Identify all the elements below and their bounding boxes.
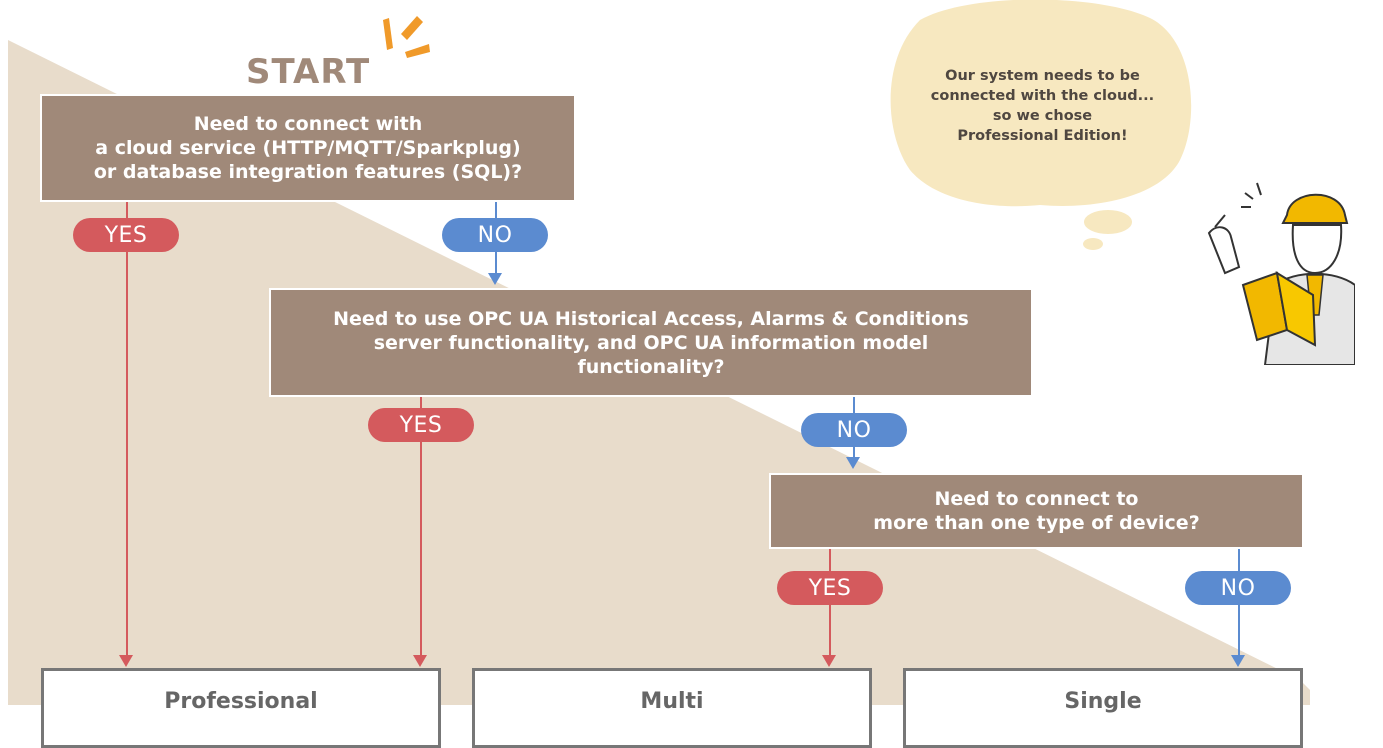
yes-line-q1 [126,202,128,655]
arrow-down-icon [846,457,860,469]
outcome-label: Single [1064,689,1142,714]
yes-pill-q1: YES [73,218,179,252]
speech-bubble [890,0,1192,250]
outcome-label: Professional [164,689,318,714]
arrow-down-icon [822,655,836,667]
no-pill-q3: NO [1185,571,1291,605]
outcome-professional: Professional [41,668,441,748]
no-pill-q1: NO [442,218,548,252]
arrow-down-icon [119,655,133,667]
arrow-down-icon [413,655,427,667]
no-pill-q2: NO [801,413,907,447]
burst-icon [383,16,430,58]
arrow-down-icon [1231,655,1245,667]
yes-pill-q3: YES [777,571,883,605]
question-opc-ua-features: Need to use OPC UA Historical Access, Al… [269,288,1033,397]
outcome-label: Multi [640,689,704,714]
arrow-down-icon [488,273,502,285]
yes-line-q2 [420,397,422,655]
worker-illustration [1207,182,1355,365]
outcome-single: Single [903,668,1303,748]
question-cloud-sql: Need to connect with a cloud service (HT… [40,94,576,202]
yes-pill-q2: YES [368,408,474,442]
start-label: START [246,52,371,92]
speech-bubble-text: Our system needs to be connected with th… [930,68,1155,144]
question-multiple-devices: Need to connect to more than one type of… [769,473,1304,549]
outcome-multi: Multi [472,668,872,748]
